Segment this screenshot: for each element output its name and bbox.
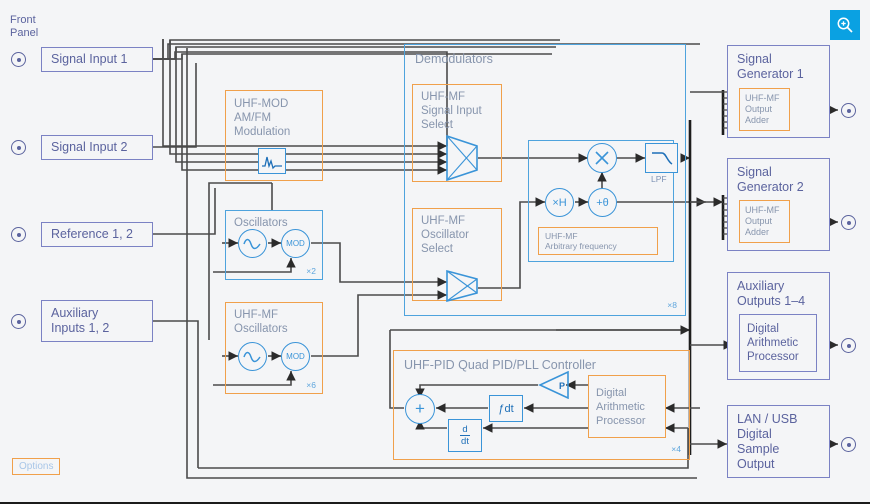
- module-uhf-pid-controller[interactable]: UHF-PID Quad PID/PLL Controller ×4: [393, 350, 690, 460]
- bnc-connector-icon-output-lan: [841, 437, 856, 452]
- output-label: LAN / USB Digital Sample Output: [737, 412, 798, 471]
- front-panel-input-signal-input-2[interactable]: Signal Input 2: [41, 135, 153, 160]
- module-uhf-mf-oscillator-select[interactable]: UHF-MF Oscillator Select: [412, 208, 502, 301]
- front-panel-label: Front Panel: [10, 14, 39, 39]
- output-label: Signal Generator 2: [737, 165, 804, 194]
- proportional-gain-icon: P: [537, 370, 569, 400]
- bnc-connector-icon-output-aux: [841, 338, 856, 353]
- lowpass-filter-icon: [645, 143, 678, 173]
- options-legend-badge: Options: [12, 458, 61, 475]
- adder-label: UHF-MF Output Adder: [745, 205, 780, 237]
- bnc-connector-icon-reference: [11, 227, 26, 242]
- input-label: Auxiliary Inputs 1, 2: [51, 306, 110, 335]
- output-lan-usb-digital-sample[interactable]: LAN / USB Digital Sample Output: [727, 405, 830, 478]
- processor-label: Digital Arithmetic Processor: [747, 323, 799, 363]
- input-label: Reference 1, 2: [51, 227, 133, 241]
- output-signal-generator-2[interactable]: Signal Generator 2: [727, 158, 830, 251]
- module-title: Demodulators: [415, 52, 493, 66]
- phase-offset-node: +θ: [588, 188, 617, 217]
- multiplicity-label: ×4: [671, 444, 681, 454]
- mod-node-mf-oscillators: MOD: [281, 342, 310, 371]
- mixer-multiply-icon: [587, 143, 617, 173]
- bnc-connector-icon-input-1: [11, 52, 26, 67]
- output-signal-generator-1[interactable]: Signal Generator 1: [727, 45, 830, 138]
- svg-text:P: P: [559, 381, 565, 391]
- mod-node-oscillators: MOD: [281, 229, 310, 258]
- module-oscillators[interactable]: Oscillators ×2: [225, 210, 323, 280]
- sine-wave-icon: [238, 229, 267, 258]
- module-uhf-mf-oscillators[interactable]: UHF-MF Oscillators ×6: [225, 302, 323, 394]
- processor-label: Digital Arithmetic Processor: [596, 386, 646, 427]
- multiplicity-label: ×6: [306, 380, 316, 390]
- integrator-block: ƒdt: [489, 395, 523, 422]
- module-title: UHF-MF Oscillators: [234, 309, 288, 335]
- input-label: Signal Input 2: [51, 140, 128, 154]
- front-panel-input-reference[interactable]: Reference 1, 2: [41, 222, 153, 247]
- multiplicity-label: ×2: [306, 266, 316, 276]
- input-label: Signal Input 1: [51, 52, 128, 66]
- derivative-numerator: d: [460, 424, 470, 436]
- module-title: Oscillators: [234, 217, 288, 229]
- demodulator-signal-chain: [528, 140, 674, 262]
- module-title: UHF-MF Oscillator Select: [421, 215, 469, 255]
- output-label: Auxiliary Outputs 1–4: [737, 279, 806, 308]
- multiplexer-icon-signal-input: [446, 134, 478, 182]
- aux-digital-arithmetic-processor[interactable]: Digital Arithmetic Processor: [739, 314, 817, 372]
- front-panel-input-auxiliary-inputs[interactable]: Auxiliary Inputs 1, 2: [41, 300, 153, 342]
- module-title: UHF-MF Signal Input Select: [421, 91, 482, 131]
- bnc-connector-icon-aux-inputs: [11, 314, 26, 329]
- module-uhf-mf-signal-input-select[interactable]: UHF-MF Signal Input Select: [412, 84, 502, 182]
- derivative-denominator: dt: [461, 436, 469, 447]
- waveform-icon: [258, 148, 286, 174]
- magnifier-plus-icon[interactable]: [830, 10, 860, 40]
- differentiator-block: d dt: [448, 419, 482, 452]
- uhf-mf-output-adder-2[interactable]: UHF-MF Output Adder: [739, 200, 790, 243]
- bnc-connector-icon-output-1: [841, 103, 856, 118]
- bnc-connector-icon-input-2: [11, 140, 26, 155]
- sine-wave-icon: [238, 342, 267, 371]
- pid-digital-arithmetic-processor[interactable]: Digital Arithmetic Processor: [588, 375, 666, 438]
- module-demodulators[interactable]: Demodulators ×8: [404, 44, 686, 316]
- adder-label: UHF-MF Output Adder: [745, 93, 780, 125]
- lpf-label: LPF: [651, 174, 667, 184]
- bnc-connector-icon-output-2: [841, 215, 856, 230]
- note-uhf-mf-arbitrary-frequency: UHF-MF Arbitrary frequency: [538, 227, 658, 255]
- module-title: UHF-MOD AM/FM Modulation: [234, 98, 291, 138]
- note-text: UHF-MF Arbitrary frequency: [545, 231, 617, 251]
- summing-junction-node: +: [405, 394, 435, 424]
- output-label: Signal Generator 1: [737, 52, 804, 81]
- module-uhf-mod[interactable]: UHF-MOD AM/FM Modulation: [225, 90, 323, 181]
- harmonic-multiplier-node: ×H: [545, 188, 574, 217]
- front-panel-input-signal-input-1[interactable]: Signal Input 1: [41, 47, 153, 72]
- multiplexer-icon-oscillator: [446, 269, 478, 303]
- multiplicity-label: ×8: [667, 300, 677, 310]
- uhf-mf-output-adder-1[interactable]: UHF-MF Output Adder: [739, 88, 790, 131]
- module-title: UHF-PID Quad PID/PLL Controller: [404, 358, 596, 372]
